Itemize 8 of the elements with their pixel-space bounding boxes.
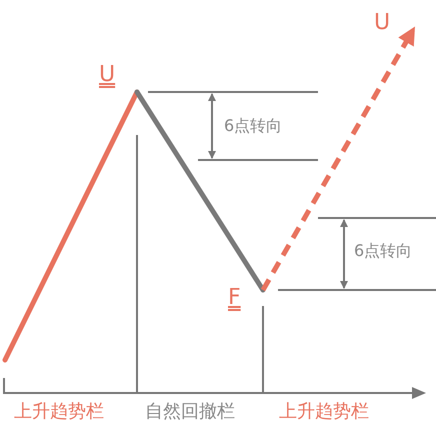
axis-label: 上升趋势栏 [14, 403, 104, 421]
dimension-label: 6点转向 [354, 243, 412, 259]
point-label: F [228, 287, 241, 309]
axis-label: 自然回撤栏 [145, 403, 235, 421]
point-label: U [99, 64, 116, 86]
axis-label: 上升趋势栏 [279, 403, 369, 421]
point-label: U [374, 12, 390, 34]
dimension-label: 6点转向 [224, 118, 282, 134]
